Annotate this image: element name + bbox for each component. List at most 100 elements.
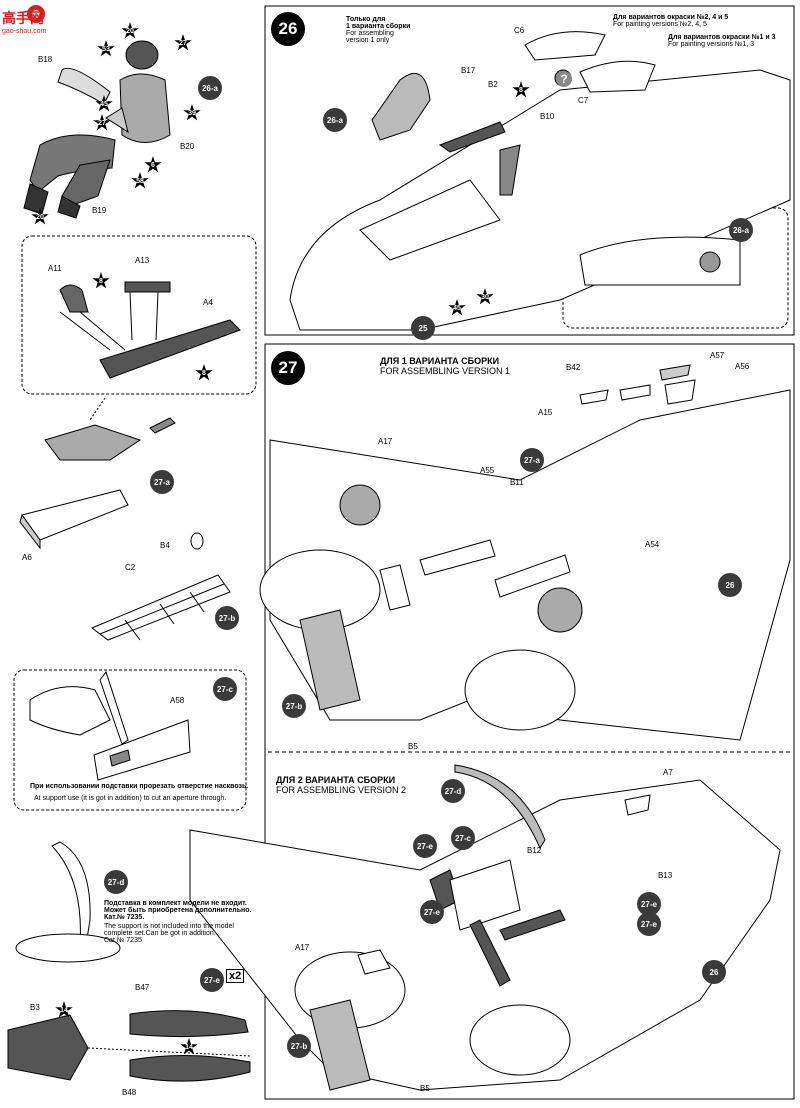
caption-ru: При использовании подставки прорезать от… xyxy=(30,783,249,790)
part-label: B4 xyxy=(160,541,170,550)
note-ru-line: 1 варианта сборки xyxy=(346,23,411,30)
substep-badge: 27-c xyxy=(451,826,475,850)
part-label: B11 xyxy=(510,478,524,487)
part-label: A55 xyxy=(480,466,495,475)
step26-note: Только для 1 варианта сборки For assembl… xyxy=(346,16,436,44)
step-27-number: 27 xyxy=(271,351,305,385)
substep-badge: 26-a xyxy=(729,218,753,242)
part-label: B17 xyxy=(461,66,476,75)
caption-en-line: The support is not included into the mod… xyxy=(104,923,234,930)
cutting-hand xyxy=(29,670,191,781)
substep-badge: 26-a xyxy=(198,76,222,100)
part-label: B42 xyxy=(566,363,581,372)
substep-badge: 27-a xyxy=(150,470,174,494)
star-number: 14 xyxy=(185,1043,193,1051)
aircraft-step27-v1 xyxy=(259,364,791,741)
bomb-27e xyxy=(7,1010,251,1082)
caption-ru-line: Подставка в комплект модели не входит. xyxy=(104,900,247,907)
variant-a-en: For painting versions №2, 4, 5 xyxy=(613,21,707,28)
part-label: B47 xyxy=(135,983,150,992)
aircraft-step26 xyxy=(289,31,791,331)
step-26-number: 26 xyxy=(271,12,305,46)
substep-badge: 27-e xyxy=(637,912,661,936)
substep-badge: 27-e xyxy=(420,900,444,924)
substep-badge: 27-d xyxy=(441,779,465,803)
substep-badge: 27-b xyxy=(282,694,306,718)
part-label: B5 xyxy=(408,742,418,751)
substep-badge: 27-b xyxy=(215,606,239,630)
substep-badge: 27-e xyxy=(413,834,437,858)
caption-en-line: complete set.Can be got in addition. xyxy=(104,930,216,937)
star-number: 58 xyxy=(136,177,144,185)
part-label: A57 xyxy=(710,351,725,360)
part-label: B12 xyxy=(527,846,542,855)
star-number: 53 xyxy=(102,45,110,53)
star-number: 20 xyxy=(36,213,44,221)
part-label: A17 xyxy=(295,943,310,952)
part-label: B20 xyxy=(180,142,195,151)
part-label: C7 xyxy=(578,96,589,105)
variant-b-ru: Для вариантов окраски №1 и 3 xyxy=(668,34,776,41)
part-label: C2 xyxy=(125,563,136,572)
part-label: A13 xyxy=(135,256,150,265)
aircraft-step27-v2 xyxy=(189,764,781,1091)
caption-ru-line: Может быть приобретена дополнительно. xyxy=(104,907,252,914)
caption-ru-line: Кат.№ 7235. xyxy=(104,914,145,921)
note-en-line: For assembling xyxy=(346,30,394,37)
watermark-url: gao-shou.com xyxy=(2,28,47,35)
note-en-line: version 1 only xyxy=(346,37,390,44)
part-label: B18 xyxy=(38,55,53,64)
part-label: B2 xyxy=(488,80,498,89)
caption-en: At support use (it is got in addition) t… xyxy=(34,795,227,802)
substep-badge: 26 xyxy=(718,573,742,597)
star-number: 45 xyxy=(453,304,461,312)
substep-badge: 27-b xyxy=(287,1034,311,1058)
variant-a-ru: Для вариантов окраски №2, 4 и 5 xyxy=(613,14,729,21)
star-number: 45 xyxy=(100,100,108,108)
gun-assembly xyxy=(59,281,241,379)
title-ru: ДЛЯ 1 ВАРИАНТА СБОРКИ xyxy=(380,356,500,366)
part-label: C6 xyxy=(514,26,525,35)
part-label: B19 xyxy=(92,206,107,215)
variant-a: Для вариантов окраски №2, 4 и 5 For pain… xyxy=(613,14,793,28)
step-27d-caption: Подставка в комплект модели не входит. М… xyxy=(104,900,254,944)
substep-badge: 26-a xyxy=(323,108,347,132)
part-label: A54 xyxy=(645,540,660,549)
substep-badge: 25 xyxy=(411,316,435,340)
star-number: 8 xyxy=(202,369,206,377)
substep-badge: 27-d xyxy=(104,870,128,894)
star-number: 8 xyxy=(99,277,103,285)
star-number: 6 xyxy=(151,161,155,169)
part-label: B13 xyxy=(658,871,673,880)
part-label: B48 xyxy=(122,1088,137,1097)
part-label: B5 xyxy=(420,1084,430,1093)
substep-badge: 27-a xyxy=(520,448,544,472)
watermark-logo xyxy=(27,5,45,23)
part-label: A56 xyxy=(735,362,750,371)
title-ru: ДЛЯ 2 ВАРИАНТА СБОРКИ xyxy=(276,775,396,785)
variant-b-en: For painting versions №1, 3 xyxy=(668,41,755,48)
step-27c-frame xyxy=(13,669,247,811)
question-icon: ? xyxy=(556,71,572,87)
part-label: A6 xyxy=(22,553,32,562)
part-label: A4 xyxy=(203,298,213,307)
star-number: 20 xyxy=(126,27,134,35)
title-en: FOR ASSEMBLING VERSION 2 xyxy=(276,785,407,795)
part-label: A11 xyxy=(48,264,62,273)
watermark-chinese: 高手网 xyxy=(2,10,44,26)
watermark-text: 高手网 gao-shou.com xyxy=(2,8,62,35)
pilot-figure xyxy=(23,40,171,219)
star-number: 27 xyxy=(98,119,106,127)
substep-badge: 27-e xyxy=(200,968,224,992)
part-label: A7 xyxy=(663,768,673,777)
step27v2-title: ДЛЯ 2 ВАРИАНТА СБОРКИ FOR ASSEMBLING VER… xyxy=(276,775,406,795)
part-label: A58 xyxy=(170,696,185,705)
note-ru-line: Только для xyxy=(346,16,386,23)
title-en: FOR ASSEMBLING VERSION 1 xyxy=(380,366,511,376)
caption-en-line: Cat.№ 7235 xyxy=(104,937,142,944)
step27-title: ДЛЯ 1 ВАРИАНТА СБОРКИ FOR ASSEMBLING VER… xyxy=(380,356,510,376)
star-number: 14 xyxy=(60,1006,68,1014)
part-label: B3 xyxy=(30,1003,40,1012)
multiplier: x2 xyxy=(226,969,245,983)
